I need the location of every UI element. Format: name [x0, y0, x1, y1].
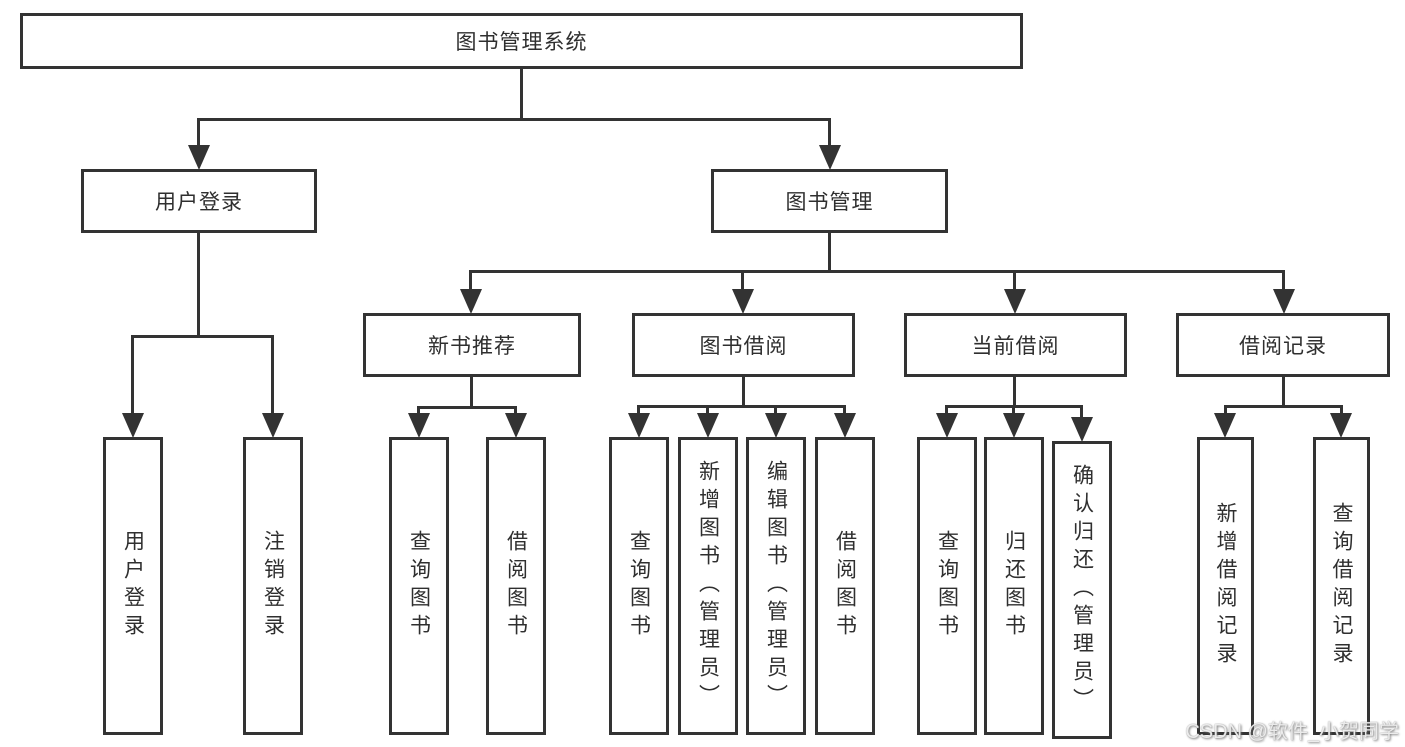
- leaf-logout: 注销登录: [243, 437, 303, 735]
- connector-line: [131, 335, 274, 338]
- node-label: 注销登录: [261, 530, 285, 642]
- connector-line: [197, 118, 200, 147]
- arrow-down-icon: [1273, 289, 1295, 314]
- leaf-return-book: 归还图书: [984, 437, 1044, 735]
- arrow-down-icon: [819, 145, 841, 170]
- arrow-down-icon: [122, 413, 144, 438]
- connector-line: [774, 405, 777, 415]
- leaf-query-borrow-record: 查询借阅记录: [1313, 437, 1370, 735]
- leaf-add-borrow-record: 新增借阅记录: [1197, 437, 1254, 735]
- connector-line: [637, 405, 640, 415]
- connector-line: [1012, 405, 1015, 415]
- node-label: 查询图书: [935, 530, 959, 642]
- node-label: 借阅记录: [1239, 335, 1327, 358]
- node-label: 查询借阅记录: [1330, 502, 1353, 670]
- arrow-down-icon: [697, 413, 719, 438]
- connector-line: [469, 270, 472, 291]
- node-root: 图书管理系统: [20, 13, 1023, 69]
- arrow-down-icon: [262, 413, 284, 438]
- leaf-query-books-current: 查询图书: [917, 437, 977, 735]
- node-label: 借阅图书: [504, 530, 528, 642]
- connector-line: [945, 405, 948, 415]
- connector-line: [271, 335, 274, 415]
- connector-line: [469, 270, 1285, 273]
- leaf-user-login: 用户登录: [103, 437, 163, 735]
- connector-line: [417, 406, 420, 415]
- connector-line: [131, 335, 134, 415]
- arrow-down-icon: [834, 413, 856, 438]
- leaf-add-book-admin: 新增图书（管理员）: [678, 437, 738, 735]
- arrow-down-icon: [936, 413, 958, 438]
- node-label: 查询图书: [407, 530, 431, 642]
- node-label: 确认归还（管理员）: [1070, 464, 1094, 716]
- connector-line: [741, 270, 744, 291]
- connector-line: [1224, 405, 1343, 408]
- arrow-down-icon: [1004, 289, 1026, 314]
- connector-line: [197, 233, 200, 337]
- node-label: 归还图书: [1002, 530, 1026, 642]
- leaf-confirm-return-admin: 确认归还（管理员）: [1052, 441, 1112, 739]
- arrow-down-icon: [408, 413, 430, 438]
- connector-line: [417, 406, 517, 409]
- csdn-watermark: CSDN @软件_小贺同学: [1185, 721, 1399, 743]
- arrow-down-icon: [505, 413, 527, 438]
- connector-line: [828, 233, 831, 272]
- arrow-down-icon: [1214, 413, 1236, 438]
- node-label: 新增图书（管理员）: [696, 460, 720, 712]
- arrow-down-icon: [460, 289, 482, 314]
- node-label: 图书借阅: [699, 335, 788, 358]
- connector-line: [1282, 377, 1285, 407]
- connector-line: [470, 377, 473, 408]
- leaf-borrow-books-borrow: 借阅图书: [815, 437, 875, 735]
- node-label: 用户登录: [155, 191, 243, 214]
- node-label: 图书管理: [785, 191, 874, 214]
- arrow-down-icon: [628, 413, 650, 438]
- node-borrow-records: 借阅记录: [1176, 313, 1390, 377]
- node-book-mgmt: 图书管理: [711, 169, 948, 233]
- connector-line: [1340, 405, 1343, 415]
- node-label: 编辑图书（管理员）: [764, 460, 788, 712]
- node-label: 图书管理系统: [455, 31, 588, 54]
- leaf-edit-book-admin: 编辑图书（管理员）: [746, 437, 806, 735]
- node-user-login: 用户登录: [81, 169, 317, 233]
- connector-line: [1013, 270, 1016, 291]
- connector-line: [637, 405, 846, 408]
- node-book-borrow: 图书借阅: [632, 313, 855, 377]
- node-current-borrow: 当前借阅: [904, 313, 1127, 377]
- node-label: 查询图书: [627, 530, 651, 642]
- connector-line: [1080, 405, 1083, 419]
- connector-line: [1013, 377, 1016, 407]
- leaf-query-books-newrec: 查询图书: [389, 437, 449, 735]
- connector-line: [197, 118, 831, 121]
- node-label: 新增借阅记录: [1214, 502, 1237, 670]
- node-new-book-rec: 新书推荐: [363, 313, 581, 377]
- connector-line: [514, 406, 517, 415]
- arrow-down-icon: [1330, 413, 1352, 438]
- leaf-borrow-books-newrec: 借阅图书: [486, 437, 546, 735]
- node-label: 借阅图书: [833, 530, 857, 642]
- arrow-down-icon: [732, 289, 754, 314]
- connector-line: [742, 377, 745, 407]
- arrow-down-icon: [765, 413, 787, 438]
- node-label: 当前借阅: [971, 335, 1060, 358]
- connector-line: [706, 405, 709, 415]
- arrow-down-icon: [1071, 417, 1093, 442]
- connector-line: [828, 118, 831, 147]
- connector-line: [520, 66, 523, 120]
- connector-line: [1282, 270, 1285, 291]
- connector-line: [1224, 405, 1227, 415]
- node-label: 新书推荐: [428, 335, 516, 358]
- arrow-down-icon: [1003, 413, 1025, 438]
- arrow-down-icon: [188, 145, 210, 170]
- node-label: 用户登录: [121, 530, 145, 642]
- connector-line: [843, 405, 846, 415]
- leaf-query-books-borrow: 查询图书: [609, 437, 669, 735]
